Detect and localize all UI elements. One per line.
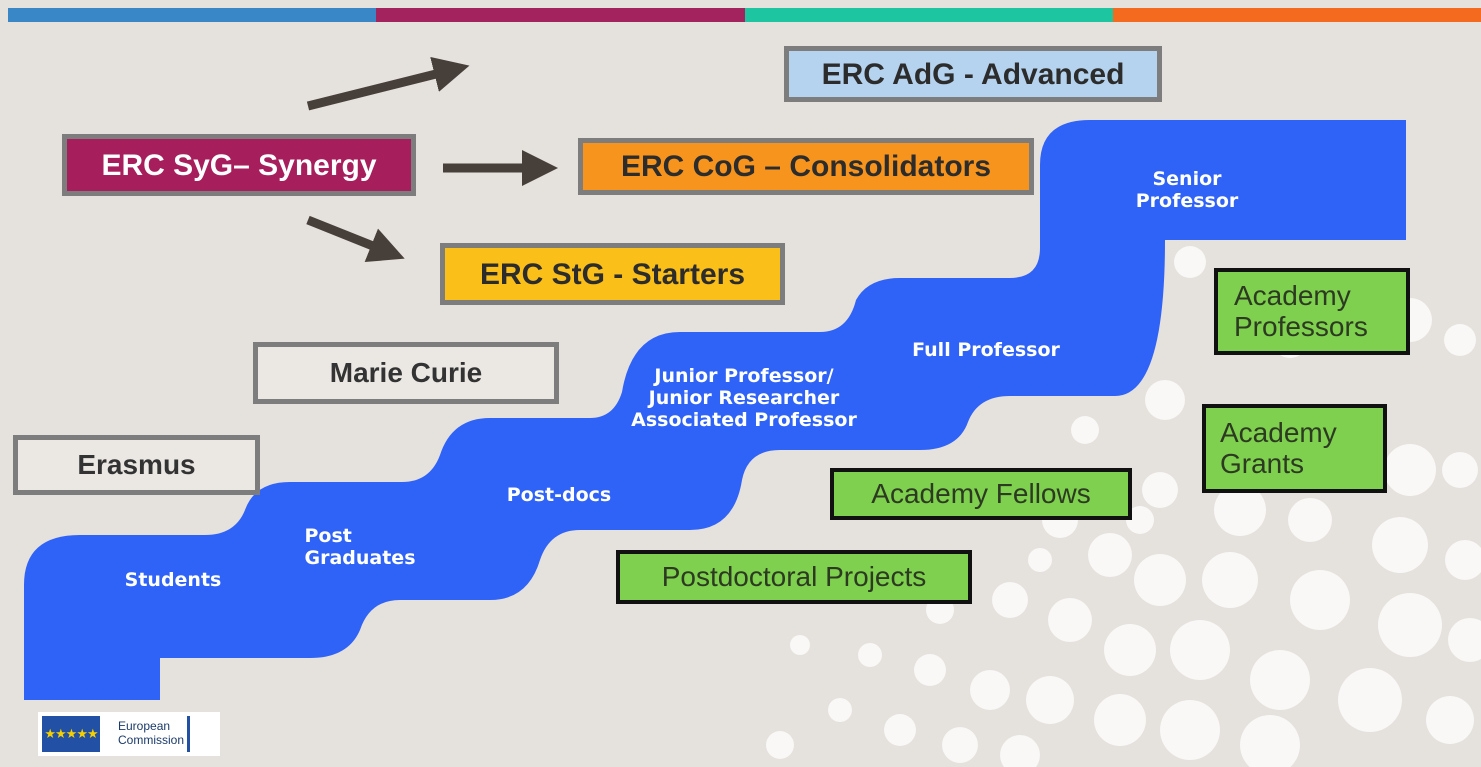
postdoctoral-projects-box: Postdoctoral Projects [616,550,972,604]
erc-advanced-box: ERC AdG - Advanced [784,46,1162,102]
stair-label-students: Students [124,569,222,592]
background-dot [1378,593,1442,657]
staircase-shape [24,120,1406,700]
erc-advanced-label: ERC AdG - Advanced [821,57,1125,91]
academy-grants-box: Academy Grants [1202,404,1387,493]
arrow-to-starters [306,215,405,263]
background-dot [1142,472,1178,508]
background-dot [1426,696,1474,744]
background-dot [1384,444,1436,496]
background-dot [1448,618,1481,662]
eu-flag-icon: ★★★★★ [42,716,100,752]
background-dot [828,698,852,722]
top-color-bar [8,8,1481,22]
top-bar-segment-teal [744,8,1113,22]
background-dot [1126,506,1154,534]
stair-label-junior: Junior Professor/ Junior Researcher Asso… [631,365,857,431]
top-bar-segment-orange [1112,8,1481,22]
background-dot [1071,416,1099,444]
stair-label-post-graduates: Post Graduates [304,525,416,569]
academy-fellows-label: Academy Fellows [871,477,1091,509]
stair-label-full-professor: Full Professor [912,339,1060,362]
arrow-to-advanced [306,56,470,111]
erc-synergy-box: ERC SyG– Synergy [62,134,416,196]
erc-consolidators-box: ERC CoG – Consolidators [578,138,1034,195]
background-dot [1372,517,1428,573]
background-dot [1028,548,1052,572]
background-dot [1250,650,1310,710]
background-dot [914,654,946,686]
marie-curie-box: Marie Curie [253,342,559,404]
erasmus-box: Erasmus [13,435,260,495]
background-dot [1170,620,1230,680]
background-dot [884,714,916,746]
background-dot [942,727,978,763]
background-dot [1444,324,1476,356]
top-bar-segment-blue [8,8,377,22]
erc-starters-label: ERC StG - Starters [479,257,746,291]
background-dot [790,635,810,655]
background-dot [1000,735,1040,767]
background-dot [1290,570,1350,630]
european-commission-text: European Commission [118,716,191,752]
background-dot [1202,552,1258,608]
background-dot [1094,694,1146,746]
top-bar-segment-magenta [376,8,745,22]
european-commission-logo: ★★★★★ European Commission [38,712,220,756]
background-dot [1445,540,1481,580]
background-dot [1048,598,1092,642]
background-dot [1338,668,1402,732]
academy-professors-label: Academy Professors [1234,279,1368,342]
academy-fellows-box: Academy Fellows [830,468,1132,520]
postdoctoral-projects-label: Postdoctoral Projects [661,560,927,592]
academy-grants-label: Academy Grants [1220,416,1337,479]
background-dot [1088,533,1132,577]
background-dot [1288,498,1332,542]
background-dot [1134,554,1186,606]
background-dot [970,670,1010,710]
background-dot [1442,452,1478,488]
erc-synergy-label: ERC SyG– Synergy [101,148,377,182]
background-dot [1026,676,1074,724]
background-dot [766,731,794,759]
background-dot [1214,484,1266,536]
background-dot [858,643,882,667]
background-dot [1145,380,1185,420]
erc-starters-box: ERC StG - Starters [440,243,785,305]
academy-professors-box: Academy Professors [1214,268,1410,355]
background-dot [992,582,1028,618]
stair-label-senior-professor: Senior Professor [1135,168,1239,212]
background-dot [1240,715,1300,767]
stair-label-post-docs: Post-docs [506,484,612,507]
erasmus-label: Erasmus [77,448,196,480]
marie-curie-label: Marie Curie [329,356,483,388]
background-dot [1104,624,1156,676]
background-dot [1160,700,1220,760]
erc-consolidators-label: ERC CoG – Consolidators [620,150,992,183]
background-dot [1174,246,1206,278]
